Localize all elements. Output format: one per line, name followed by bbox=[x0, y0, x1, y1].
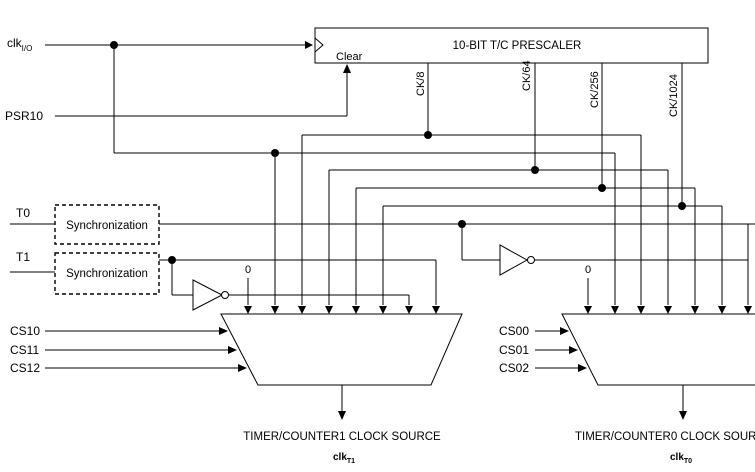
timer1-clk-label: clkT1 bbox=[333, 452, 355, 465]
t0-sync-box: Synchronization bbox=[54, 204, 160, 245]
t0-sync-label: Synchronization bbox=[66, 220, 148, 232]
timer1-zero-input: 0 bbox=[245, 264, 251, 276]
wiring bbox=[10, 41, 755, 412]
tap-ck256-label: CK/256 bbox=[589, 71, 601, 108]
junction-dots bbox=[110, 41, 686, 264]
cs02-label: CS02 bbox=[499, 361, 529, 375]
timer0-clock-source-label: TIMER/COUNTER0 CLOCK SOURCE bbox=[575, 431, 755, 443]
select-arrows bbox=[219, 327, 687, 420]
cs00-label: CS00 bbox=[499, 324, 529, 338]
mux0-input-arrows bbox=[584, 306, 752, 314]
psr10-label: PSR10 bbox=[5, 109, 43, 123]
prescaler-title: 10-BIT T/C PRESCALER bbox=[453, 40, 582, 52]
t0-label: T0 bbox=[16, 206, 30, 220]
tap-ck1024-label: CK/1024 bbox=[668, 74, 680, 117]
t1-label: T1 bbox=[16, 250, 30, 264]
t1-sync-box: Synchronization bbox=[54, 252, 160, 295]
cs10-label: CS10 bbox=[10, 324, 40, 338]
t0-inverter bbox=[499, 244, 535, 276]
cs11-label: CS11 bbox=[10, 343, 39, 357]
mux1-input-arrows bbox=[244, 306, 440, 314]
tap-ck64-label: CK/64 bbox=[521, 60, 533, 91]
timer0-clk-label: clkT0 bbox=[670, 452, 692, 465]
timer0-zero-input: 0 bbox=[585, 264, 591, 276]
timer1-mux bbox=[220, 313, 463, 386]
prescaler-clear-label: Clear bbox=[336, 51, 363, 63]
prescaler-taps: CK/8 CK/64 CK/256 CK/1024 bbox=[415, 60, 680, 117]
timer1-clock-source-label: TIMER/COUNTER1 CLOCK SOURCE bbox=[243, 431, 441, 443]
t1-inverter bbox=[192, 279, 229, 311]
timer0-mux bbox=[561, 313, 755, 386]
cs12-label: CS12 bbox=[10, 361, 40, 375]
cs01-label: CS01 bbox=[499, 343, 529, 357]
prescaler-block: 10-BIT T/C PRESCALER Clear bbox=[314, 27, 709, 64]
t1-sync-label: Synchronization bbox=[66, 268, 148, 280]
tap-ck8-label: CK/8 bbox=[415, 72, 427, 96]
clk-io-label: clkI/O bbox=[7, 36, 32, 53]
